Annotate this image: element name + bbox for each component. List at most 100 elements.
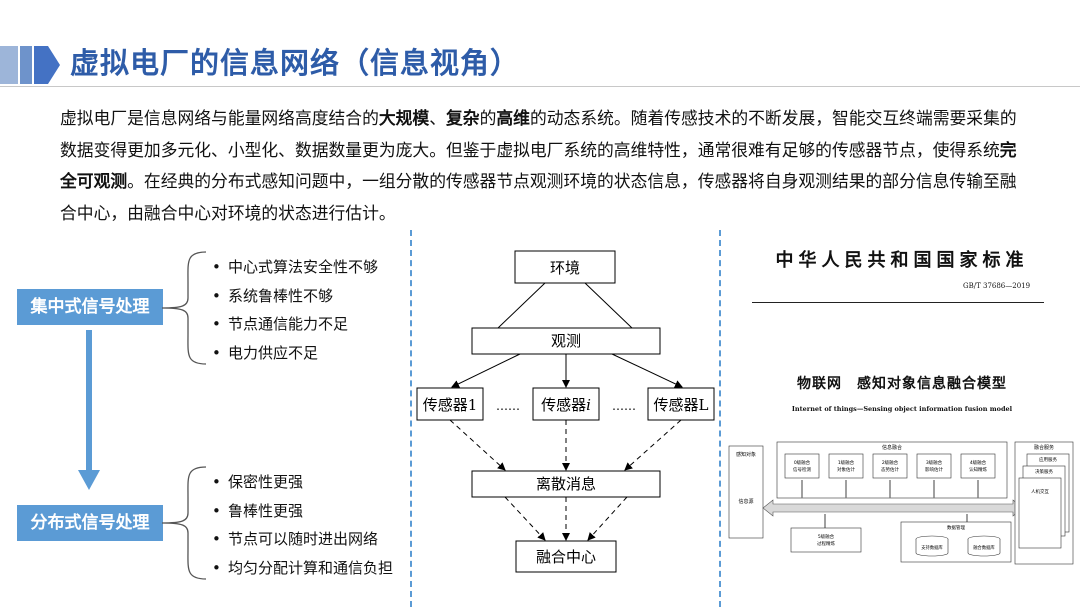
info-fusion-label: 信息融合	[882, 444, 902, 451]
perception-object-box	[728, 445, 764, 539]
header-chevron-icon	[0, 46, 60, 84]
fusion-level-0: 0级融合 信号检测	[784, 453, 820, 479]
bullet-item: • 系统鲁棒性不够	[212, 282, 378, 311]
brace-icon	[161, 466, 207, 580]
sensor-1-box	[416, 387, 484, 421]
edge-arrow	[611, 353, 683, 388]
fusion-level-2: 2级融合 态势估计	[872, 453, 908, 479]
hci-label: 人机交互	[1031, 488, 1049, 495]
bullet-dot-icon: •	[212, 258, 221, 276]
data-bus-arrow	[762, 499, 1024, 517]
svg-text:影响估计: 影响估计	[925, 466, 943, 473]
sensor-i-box	[532, 387, 600, 421]
header-divider	[0, 86, 1080, 87]
bullet-text: 节点可以随时进出网络	[228, 530, 379, 548]
intro-text: 、	[429, 108, 447, 128]
edge-arrow	[624, 419, 682, 471]
intro-text: 虚拟电厂是信息网络与能量网络高度结合的	[60, 108, 379, 128]
bullet-dot-icon: •	[212, 558, 221, 577]
ellipsis: ……	[496, 399, 520, 413]
bullet-item: • 节点通信能力不足	[212, 310, 378, 339]
centralized-bullet-list: •中心式算法安全性不够•系统鲁棒性不够•节点通信能力不足•电力供应不足	[212, 253, 378, 367]
environment-box	[514, 250, 616, 284]
distributed-label: 分布式信号处理	[17, 505, 163, 541]
dashed-divider	[410, 230, 412, 607]
sensor-1-label: 传感器1	[423, 396, 478, 414]
perception-object-label: 感知对象	[736, 451, 756, 458]
observation-label: 观测	[551, 332, 581, 350]
bullet-item: •中心式算法安全性不够	[212, 253, 378, 282]
bullet-item: • 节点可以随时进出网络	[212, 525, 393, 554]
bullet-text: 鲁棒性更强	[228, 501, 304, 520]
svg-text:0级融合: 0级融合	[794, 459, 811, 466]
bullet-dot-icon: •	[212, 343, 221, 362]
svg-text:态势估计: 态势估计	[881, 466, 899, 473]
app-service-label: 应用服务	[1039, 456, 1057, 463]
intro-paragraph: 虚拟电厂是信息网络与能量网络高度结合的大规模、复杂的高维的动态系统。随着传感技术…	[60, 103, 1028, 229]
svg-text:4级融合: 4级融合	[970, 459, 987, 466]
intro-emphasis: 大规模	[378, 108, 430, 128]
distributed-sensing-diagram: 环境 观测 传感器1 …… 传感器i …… 传感器L 离散消息 融合中心	[416, 250, 715, 573]
edge	[584, 282, 633, 329]
fusion-level-1: 1级融合 对象估计	[828, 453, 864, 479]
support-db-icon: 支持数据库	[915, 535, 949, 557]
intro-text: 。在经典的分布式感知问题中，一组分散的传感器节点观测环境的状态信息，传感器将自身…	[60, 171, 1017, 223]
svg-text:3级融合: 3级融合	[926, 459, 943, 466]
slide-header: 虚拟电厂的信息网络（信息视角）	[0, 36, 1080, 88]
centralized-label: 集中式信号处理	[17, 289, 163, 325]
bullet-dot-icon: •	[212, 530, 221, 548]
sensor-i-label: 传感器i	[541, 396, 591, 414]
edge-arrow	[504, 496, 546, 541]
bullet-item: • 电力供应不足	[212, 339, 378, 368]
observation-box	[471, 327, 661, 355]
fusion-level-3: 3级融合 影响估计	[916, 453, 952, 479]
fusion-center-label: 融合中心	[536, 548, 596, 566]
svg-text:5级融合: 5级融合	[818, 533, 835, 540]
standard-title-cn: 物联网 感知对象信息融合模型	[797, 376, 1007, 392]
svg-text:融合数据库: 融合数据库	[973, 544, 995, 551]
standard-title-en: Internet of things—Sensing object inform…	[791, 405, 1013, 413]
bullet-dot-icon: •	[212, 286, 221, 305]
bullet-dot-icon: •	[212, 501, 221, 520]
page-title: 虚拟电厂的信息网络（信息视角）	[70, 46, 521, 80]
standard-header: 中华人民共和国国家标准	[775, 250, 1029, 271]
bullet-text: 电力供应不足	[228, 343, 319, 362]
edge-arrow	[449, 419, 506, 471]
edge-arrow	[587, 496, 628, 541]
bullet-text: 均匀分配计算和通信负担	[228, 558, 394, 577]
info-source-label: 信息源	[738, 498, 753, 505]
sensor-l-box	[647, 387, 715, 421]
intro-text: 的	[479, 108, 497, 128]
bullet-item: • 均匀分配计算和通信负担	[212, 554, 393, 583]
standard-rule	[752, 302, 1044, 303]
brace-icon	[161, 251, 207, 365]
ellipsis: ……	[612, 399, 636, 413]
bullet-item: • 鲁棒性更强	[212, 497, 393, 526]
intro-emphasis: 完全可观测	[60, 139, 1017, 192]
bullet-dot-icon: •	[212, 315, 221, 333]
fusion-level-5: 5级融合 过程精炼	[790, 527, 862, 553]
bullet-dot-icon: •	[212, 473, 221, 491]
svg-text:认知精炼: 认知精炼	[969, 466, 987, 473]
svg-text:对象估计: 对象估计	[837, 466, 855, 473]
sensor-l-label: 传感器L	[654, 396, 709, 414]
svg-text:支持数据库: 支持数据库	[921, 544, 943, 551]
bullet-item: • 保密性更强	[212, 468, 393, 497]
fusion-level-4: 4级融合 认知精炼	[960, 453, 996, 479]
environment-label: 环境	[550, 259, 580, 277]
svg-text:1级融合: 1级融合	[838, 459, 855, 466]
intro-emphasis: 复杂	[446, 108, 480, 128]
edge-arrow	[451, 353, 521, 388]
intro-text: 的动态系统。随着传感技术的不断发展，智能交互终端需要采集的数据变得更加多元化、小…	[60, 108, 1017, 160]
decision-service-label: 决策服务	[1035, 468, 1053, 475]
svg-text:过程精炼: 过程精炼	[817, 540, 835, 547]
bullet-text: 保密性更强	[228, 473, 304, 491]
fusion-service-label: 融合服务	[1034, 444, 1054, 451]
standard-code: GB/T 37686—2019	[963, 282, 1031, 290]
fusion-db-icon: 融合数据库	[967, 535, 1001, 557]
discrete-message-label: 离散消息	[536, 475, 596, 493]
bullet-text: 系统鲁棒性不够	[228, 286, 334, 305]
bullet-text: 节点通信能力不足	[228, 315, 349, 333]
intro-emphasis: 高维	[496, 108, 530, 128]
edge	[497, 282, 546, 329]
